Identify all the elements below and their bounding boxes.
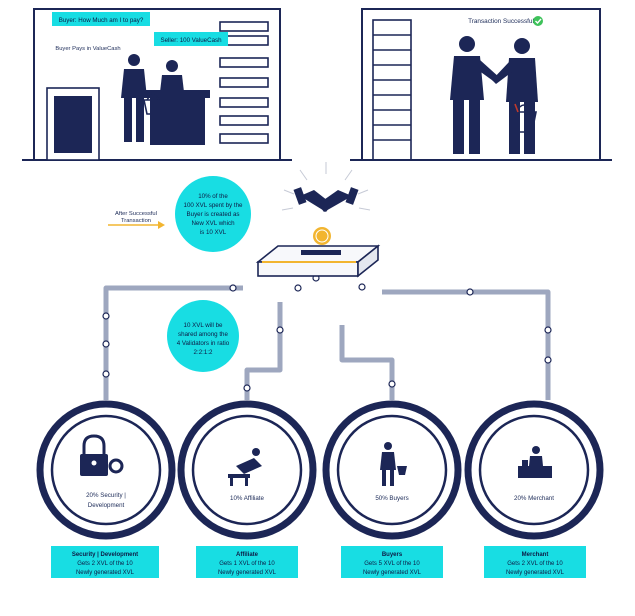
buyers-circle-line1: 50% Buyers: [375, 495, 408, 502]
security-caption-title: Security | Development: [72, 552, 138, 558]
buyers-caption-line2: Gets 5 XVL of the 10: [364, 561, 420, 567]
after-label-line1: After Successful: [115, 211, 157, 217]
buyer-figure-icon: [121, 54, 147, 142]
security-caption-line2: Gets 2 XVL of the 10: [77, 561, 133, 567]
creation-line-5: is 10 XVL: [200, 229, 227, 236]
relaxing-chair-icon: [228, 448, 262, 486]
basket-icon: [511, 103, 537, 133]
seller-figure-icon: [160, 60, 184, 92]
buyers-caption-title: Buyers: [382, 552, 403, 558]
merchant-caption-title: Merchant: [522, 552, 549, 558]
arrow-right-icon: [158, 221, 165, 229]
merchant-circle-line1: 20% Merchant: [514, 495, 554, 502]
buyers-caption-line3: Newly generated XVL: [363, 570, 422, 576]
affiliate-caption-line2: Gets 1 XVL of the 10: [219, 561, 275, 567]
merchant-caption-line2: Gets 2 XVL of the 10: [507, 561, 563, 567]
shopper-basket-icon: [380, 442, 407, 486]
validator-buyers: 50% Buyers: [322, 400, 462, 540]
share-line-1: 10 XVL will be: [184, 322, 224, 329]
store-door: [46, 87, 100, 161]
buyer-question: Buyer: How Much am I to pay?: [59, 17, 144, 24]
security-circle-line1: 20% Security |: [86, 492, 126, 499]
caption-merchant: Merchant Gets 2 XVL of the 10 Newly gene…: [484, 546, 586, 578]
handshake-figures-icon: [450, 36, 538, 154]
security-caption-line3: Newly generated XVL: [76, 570, 135, 576]
basket-icon: [143, 94, 163, 115]
after-transaction-label: After Successful Transaction: [108, 211, 165, 229]
creation-bubble: 10% of the 100 XVL spent by the Buyer is…: [175, 176, 251, 252]
seller-answer: Seller: 100 ValueCash: [160, 37, 222, 44]
share-line-4: 2:2:1:2: [194, 349, 213, 356]
caption-buyers: Buyers Gets 5 XVL of the 10 Newly genera…: [341, 546, 443, 578]
shelf-column: [372, 19, 412, 161]
shop-counter: [140, 90, 210, 145]
ballot-box: [255, 244, 381, 278]
affiliate-caption-title: Affiliate: [236, 552, 259, 558]
creation-line-3: Buyer is created as: [187, 211, 240, 218]
creation-line-1: 10% of the: [198, 193, 228, 200]
merchant-caption-line3: Newly generated XVL: [506, 570, 565, 576]
merchant-counter-icon: [518, 446, 552, 478]
buyer-pays-label: Buyer Pays in ValueCash: [55, 46, 120, 52]
validator-security: 20% Security | Development: [36, 400, 176, 540]
validator-merchant: 20% Merchant: [464, 400, 604, 540]
buyer-speech-bubble: Buyer: How Much am I to pay?: [52, 12, 150, 26]
validator-affiliate: 10% Affiliate: [177, 400, 317, 540]
creation-line-4: New XVL which: [191, 220, 235, 227]
seller-speech-bubble: Seller: 100 ValueCash: [154, 32, 228, 46]
share-line-2: shared among the: [178, 331, 228, 338]
check-icon: [533, 16, 543, 26]
caption-affiliate: Affiliate Gets 1 XVL of the 10 Newly gen…: [196, 546, 298, 578]
affiliate-caption-line3: Newly generated XVL: [218, 570, 277, 576]
after-label-line2: Transaction: [121, 218, 151, 224]
share-line-3: 4 Validators in ratio: [177, 340, 230, 347]
security-circle-line2: Development: [88, 502, 125, 509]
pipe-joints: [102, 274, 552, 392]
creation-line-2: 100 XVL spent by the: [184, 202, 243, 209]
share-bubble: 10 XVL will be shared among the 4 Valida…: [167, 300, 239, 372]
coin-icon: [313, 227, 331, 245]
lock-gear-icon: [80, 434, 124, 476]
transaction-status: Transaction Successful: [468, 18, 534, 25]
store-scene: Buyer: How Much am I to pay? Seller: 100…: [22, 8, 292, 161]
handshake-burst: [281, 162, 371, 212]
store-shelves: [219, 21, 269, 144]
affiliate-circle-line1: 10% Affiliate: [230, 495, 264, 502]
caption-security: Security | Development Gets 2 XVL of the…: [51, 546, 159, 578]
handshake-icon: [293, 187, 359, 212]
success-scene: Transaction Successful: [350, 8, 612, 161]
